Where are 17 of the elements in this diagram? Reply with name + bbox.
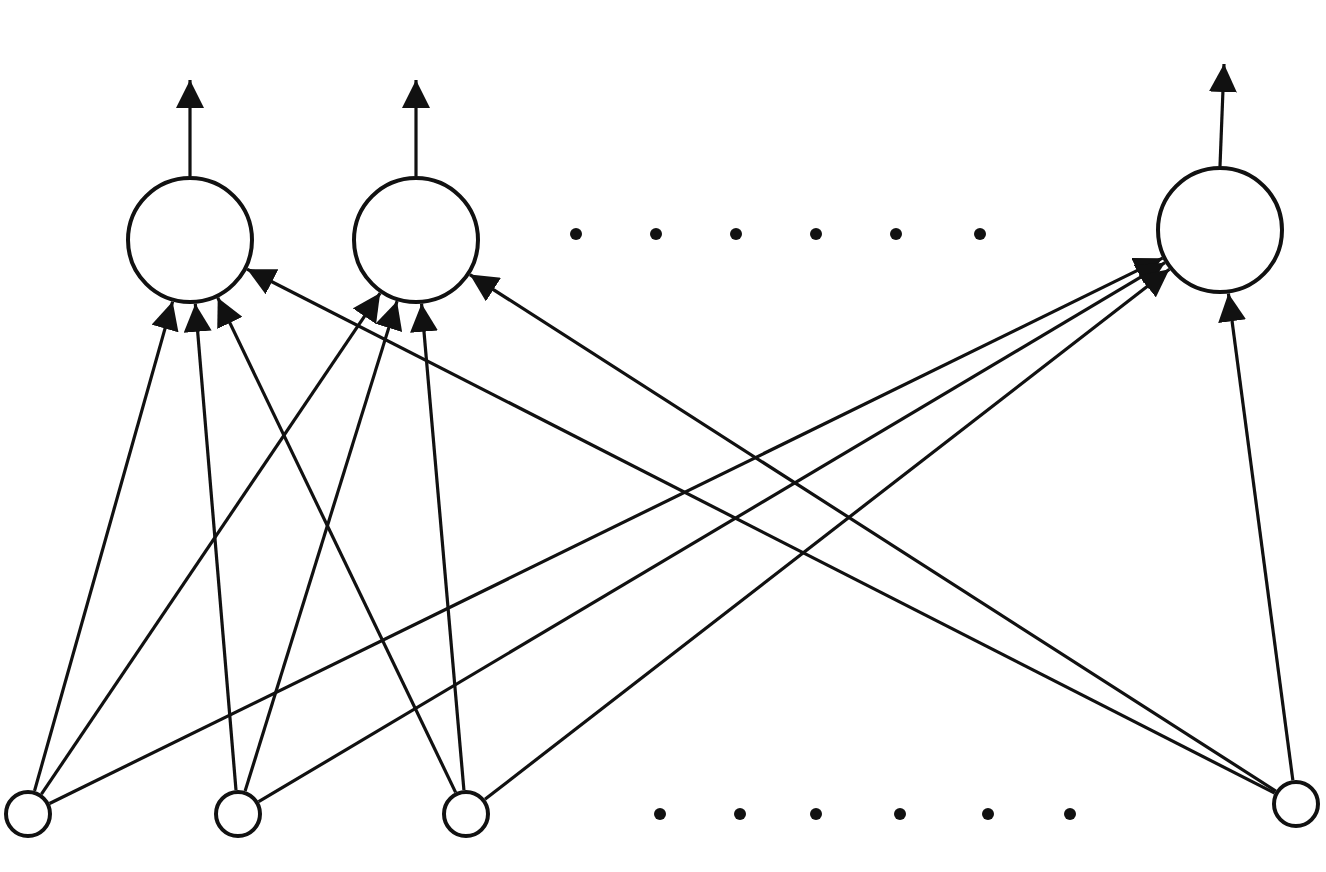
circle-node [4,790,52,838]
arrow [48,256,1164,805]
arrow [1218,293,1295,781]
arrow [40,292,382,795]
arrow [176,80,204,176]
arrow [216,297,458,794]
arrow [32,301,179,792]
circle-node [214,790,262,838]
arrow [183,303,238,791]
circle-node [1272,780,1320,828]
arrow [410,303,466,791]
arrow [402,80,430,176]
arrow [1208,63,1237,167]
arrow [484,267,1171,801]
arrow [469,273,1277,793]
arrow [243,300,403,792]
circle-node [442,790,490,838]
